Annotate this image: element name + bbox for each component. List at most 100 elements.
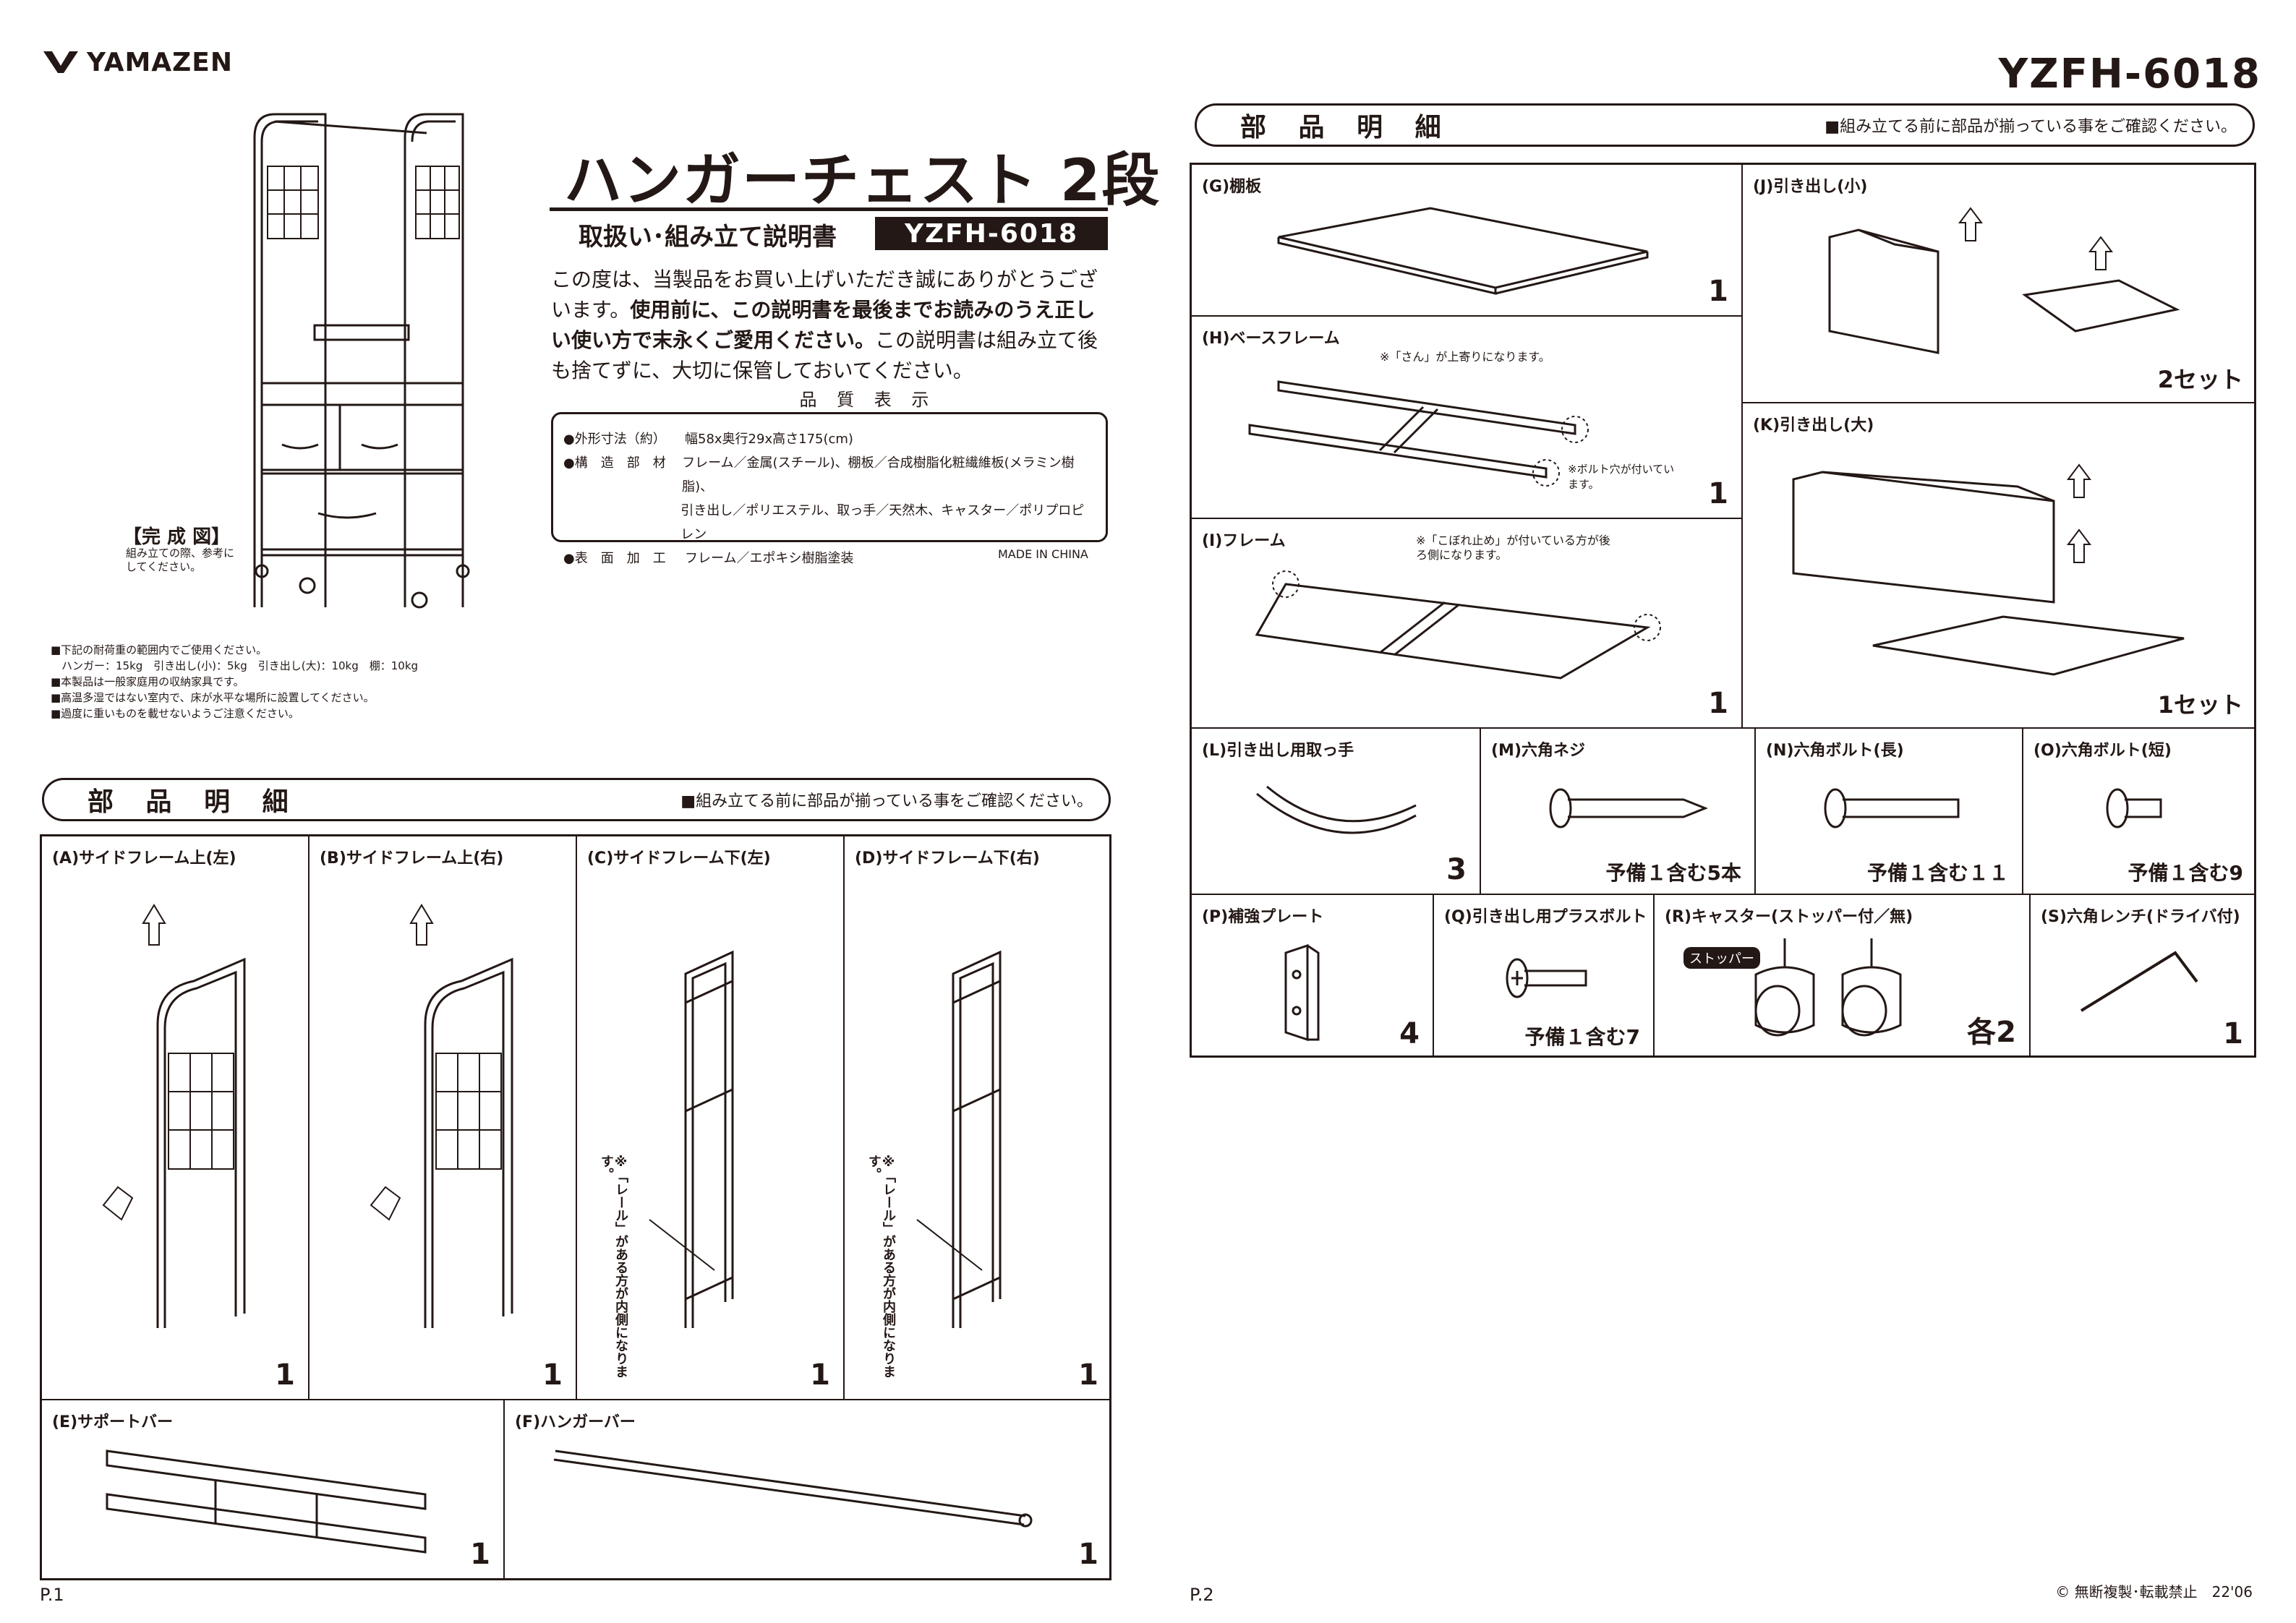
base-frame-note-2: ※ボルト穴が付いています。 [1568,463,1675,491]
part-cell-h: (H)ベースフレーム ※「さん」が上寄りになります。 ※ボルト穴が付いています。… [1192,317,1743,519]
spec-key: ●外形寸法（約） [563,432,666,447]
base-frame-drawing [1248,380,1589,487]
part-cell-m: (M)六角ネジ 予備１含む5本 [1481,729,1756,895]
parts-section-header-p1: 部 品 明 細 ■組み立てる前に部品が揃っている事をご確認ください。 [42,778,1111,821]
part-cell-a: (A)サイドフレーム上(左) 1 [42,836,310,1400]
spec-key: ●表 面 加 工 [563,551,666,566]
part-quantity: 1 [1708,275,1728,308]
spec-value: 幅58x奥行29x高さ175(cm) [685,432,853,447]
part-quantity: 1 [1708,477,1728,510]
quality-label-heading: 品 質 表 示 [799,390,936,410]
drawer-plus-bolt-drawing [1506,958,1587,998]
part-label: (E)サポートバー [52,1413,174,1431]
spec-key: ●構 造 部 材 [563,455,666,471]
part-quantity: 1 [1078,1538,1098,1571]
part-quantity: 1 [2223,1017,2243,1050]
page-number-1: P.1 [40,1585,64,1605]
part-label: (H)ベースフレーム [1202,330,1340,348]
parts-grid-p1: (A)サイドフレーム上(左) 1 (B)サイドフレーム上(右) 1 (C)サイド… [40,834,1111,1580]
frame-drawing [1255,570,1661,680]
part-label: (R)キャスター(ストッパー付／無) [1665,908,1913,926]
long-hex-bolt-drawing [1824,788,1960,828]
brand-name: YAMAZEN [87,48,233,77]
product-title: ハンガーチェスト 2段 [564,147,1161,214]
part-quantity: 1 [275,1358,295,1392]
complete-diagram-title: 【完 成 図】 [123,526,231,548]
part-cell-s: (S)六角レンチ(ドライバ付) 1 [2031,895,2256,1058]
part-label: (C)サイドフレーム下(左) [587,849,771,868]
parts-section-header-p2: 部 品 明 細 ■組み立てる前に部品が揃っている事をご確認ください。 [1195,103,2255,147]
part-quantity: 1 [542,1358,563,1392]
part-cell-q: (Q)引き出し用プラスボルト 予備１含む7 [1434,895,1655,1058]
part-cell-l: (L)引き出し用取っ手 3 [1192,729,1481,895]
page-number-2: P.2 [1190,1585,1214,1605]
part-label: (S)六角レンチ(ドライバ付) [2041,908,2240,926]
part-label: (K)引き出し(大) [1753,416,1874,434]
hanger-bar-drawing [553,1449,1033,1528]
part-quantity: 予備１含む9 [2128,861,2243,885]
large-drawer-drawing [1792,463,2185,676]
part-cell-o: (O)六角ボルト(短) 予備１含む9 [2023,729,2256,895]
copyright-notice: © 無断複製･転載禁止 22'06 [2055,1583,2253,1601]
part-label: (O)六角ボルト(短) [2033,742,2172,760]
note-line: ハンガー：15kg 引き出し(小)：5kg 引き出し(大)：10kg 棚：10k… [51,659,419,672]
usage-notes: ■下記の耐荷重の範囲内でご使用ください。 ハンガー：15kg 引き出し(小)：5… [51,642,418,721]
spec-value: フレーム／金属(スチール)、棚板／合成樹脂化粧繊維板(メラミン樹脂)、 [682,455,1075,494]
yamazen-logo-icon [43,51,78,73]
frame-note: ※「こぼれ止め」が付いている方が後ろ側になります。 [1416,534,1610,562]
part-cell-n: (N)六角ボルト(長) 予備１含む１１ [1756,729,2023,895]
part-quantity: 各2 [1967,1016,2016,1049]
base-frame-note-1: ※「さん」が上寄りになります。 [1380,350,1550,364]
part-quantity: 1 [1078,1358,1098,1392]
intro-line-1: この度は、当製品をお買い上げいただき誠にありがとうございます。 [551,267,1098,322]
parts-grid-p2: (G)棚板 1 (J)引き出し(小) 2セット (H)ベースフレーム ※「さん」… [1190,163,2256,1058]
intro-line-2: 使用前に、この説明書を最後までお読みのうえ正しい使い方で末永くご愛用ください。 [551,298,1096,352]
side-frame-lower-right-drawing [916,950,1002,1328]
completed-product-illustration [253,113,470,609]
stopper-tag: ストッパー [1683,947,1760,969]
part-label: (F)ハンガーバー [515,1413,636,1431]
side-frame-upper-left-drawing [102,904,246,1328]
drawer-handle-drawing [1256,785,1417,834]
part-label: (M)六角ネジ [1491,742,1586,760]
note-line: ■高温多湿ではない室内で、床が水平な場所に設置してください。 [51,691,375,704]
side-frame-lower-left-drawing [649,950,734,1328]
section-title: 部 品 明 細 [1240,113,1453,142]
section-note: ■組み立てる前に部品が揃っている事をご確認ください。 [680,792,1093,810]
spec-row: ●構 造 部 材フレーム／金属(スチール)、棚板／合成樹脂化粧繊維板(メラミン樹… [563,451,1096,499]
small-drawer-drawing [1828,207,2180,354]
part-label: (Q)引き出し用プラスボルト [1444,908,1647,926]
part-cell-p: (P)補強プレート 4 [1192,895,1434,1058]
model-number-top: YZFH-6018 [1998,51,2261,98]
hex-wrench-drawing [2080,951,2198,1012]
intro-line-3: この説明書は組み立て後も捨てずに、大切に保管しておいてください。 [551,328,1098,382]
part-label: (D)サイドフレーム下(右) [855,849,1040,868]
part-quantity: 4 [1399,1017,1420,1050]
caster-drawing [1754,938,1902,1037]
support-bar-drawing [106,1449,427,1554]
part-label: (B)サイドフレーム上(右) [320,849,504,868]
part-quantity: 予備１含む5本 [1605,861,1741,885]
part-label: (L)引き出し用取っ手 [1202,742,1354,760]
part-cell-e: (E)サポートバー 1 [42,1400,505,1578]
title-underline [550,207,1108,211]
rail-note: ※「レール」がある方が内側になります。 [866,1155,896,1378]
part-cell-d: (D)サイドフレーム下(右) ※「レール」がある方が内側になります。 1 [845,836,1111,1400]
brand-logo: YAMAZEN [42,48,233,77]
part-cell-c: (C)サイドフレーム下(左) ※「レール」がある方が内側になります。 1 [577,836,845,1400]
part-label: (G)棚板 [1202,178,1262,196]
part-label: (J)引き出し(小) [1753,178,1868,196]
note-line: ■下記の耐荷重の範囲内でご使用ください。 [51,643,268,656]
part-quantity: 1セット [2157,691,2243,719]
part-cell-j: (J)引き出し(小) 2セット [1743,165,2256,403]
complete-diagram-note: 組み立ての際、参考にしてください。 [126,547,235,573]
spec-row: ●表 面 加 工 フレーム／エポキシ樹脂塗装 [563,547,1096,570]
part-label: (P)補強プレート [1202,908,1324,926]
spec-value: フレーム／エポキシ樹脂塗装 [685,551,854,566]
part-cell-g: (G)棚板 1 [1192,165,1743,317]
intro-text: この度は、当製品をお買い上げいただき誠にありがとうございます。使用前に、この説明… [551,265,1115,386]
spec-value: 引き出し／ポリエステル、取っ手／天然木、キャスター／ポリプロピレン [680,503,1085,542]
part-label: (A)サイドフレーム上(左) [52,849,236,868]
rail-note: ※「レール」がある方が内側になります。 [599,1155,628,1378]
short-hex-bolt-drawing [2106,788,2162,828]
